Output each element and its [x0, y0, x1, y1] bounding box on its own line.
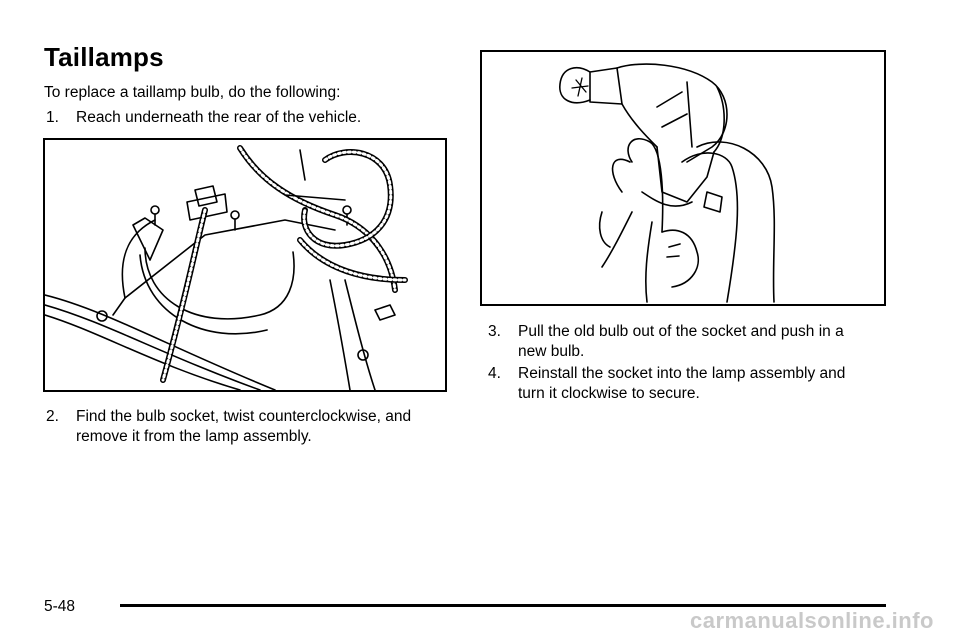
- step-2-number: 2.: [46, 408, 59, 425]
- page-title: Taillamps: [44, 42, 164, 72]
- step-4-number: 4.: [488, 365, 501, 382]
- lamp-assembly-figure: [43, 138, 447, 392]
- footer-rule: [120, 604, 886, 607]
- step-1: 1. Reach underneath the rear of the vehi…: [46, 108, 466, 130]
- bulb-socket-figure: [480, 50, 886, 306]
- page-number: 5-48: [44, 598, 76, 615]
- step-1-number: 1.: [46, 109, 59, 126]
- step-3: 3. Pull the old bulb out of the socket a…: [488, 322, 908, 364]
- step-4-text-line-2: turn it clockwise to secure.: [518, 385, 700, 402]
- step-4-text-line-1: Reinstall the socket into the lamp assem…: [518, 365, 846, 382]
- intro-text: To replace a taillamp bulb, do the follo…: [44, 84, 341, 101]
- step-2-text-line-2: remove it from the lamp assembly.: [76, 428, 312, 445]
- lamp-assembly-illustration: [45, 145, 408, 390]
- hand-socket-illustration: [559, 63, 776, 303]
- step-1-text: Reach underneath the rear of the vehicle…: [76, 109, 362, 126]
- step-3-text-line-1: Pull the old bulb out of the socket and …: [518, 323, 844, 340]
- step-3-number: 3.: [488, 323, 501, 340]
- step-3-text-line-2: new bulb.: [518, 343, 585, 360]
- watermark-text[interactable]: carmanualsonline.info: [690, 608, 934, 633]
- step-4: 4. Reinstall the socket into the lamp as…: [488, 364, 908, 406]
- step-2: 2. Find the bulb socket, twist countercl…: [46, 407, 466, 449]
- step-2-text-line-1: Find the bulb socket, twist counterclock…: [76, 408, 412, 425]
